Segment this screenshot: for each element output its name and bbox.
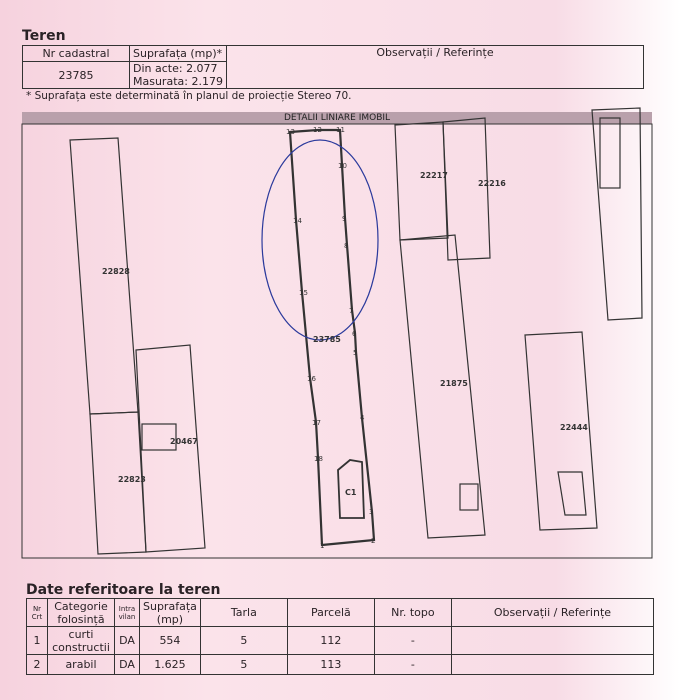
point-7: 7	[349, 307, 353, 315]
building-right	[599, 117, 621, 189]
point-2: 2	[371, 537, 375, 545]
col-intravilan: Intra vilan	[114, 598, 140, 627]
cell: 1	[26, 626, 48, 655]
parcel-22828	[69, 137, 139, 415]
building-21875	[459, 483, 479, 511]
point-17: 17	[312, 419, 321, 427]
parcel-22216	[442, 117, 491, 261]
label-22828: 22828	[102, 267, 130, 276]
col-nr-crt: Nr Crt	[26, 598, 48, 627]
label-22823: 22823	[118, 475, 146, 484]
point-10: 10	[338, 162, 347, 170]
parcel-22444	[524, 331, 598, 531]
label-22444: 22444	[560, 423, 588, 432]
point-15: 15	[299, 289, 308, 297]
point-12: 12	[313, 126, 322, 134]
cell: 554	[139, 626, 201, 655]
cell	[450, 654, 655, 675]
din-acte-value: Din acte: 2.077	[129, 61, 227, 75]
col-tarla: Tarla	[199, 598, 288, 627]
label-21875: 21875	[440, 379, 468, 388]
parcel-21875	[399, 234, 486, 539]
parcel-23785	[288, 128, 376, 547]
cell: 5	[199, 626, 288, 655]
point-11: 11	[336, 126, 345, 134]
point-3: 3	[369, 508, 373, 516]
building-20467	[141, 423, 177, 451]
cell: 112	[286, 626, 375, 655]
parcel-right	[591, 107, 643, 321]
plan-band-title: DETALII LINIARE IMOBIL	[22, 112, 652, 124]
building-c1	[337, 459, 365, 519]
projection-note: * Suprafața este determinată în planul d…	[26, 90, 352, 102]
cell: DA	[114, 654, 140, 675]
parcel-22217	[394, 121, 449, 241]
cell: 1.625	[139, 654, 201, 675]
point-13: 13	[286, 128, 295, 136]
cell: 5	[199, 654, 288, 675]
parcel-20467	[135, 344, 206, 553]
col-nr-topo: Nr. topo	[373, 598, 452, 627]
point-14: 14	[293, 217, 302, 225]
col-categorie: Categorie folosință	[47, 598, 115, 627]
cell: -	[373, 626, 452, 655]
nr-cadastral-value: 23785	[22, 61, 130, 89]
col-suprafata: Suprafața (mp)	[139, 598, 201, 627]
cell	[450, 626, 655, 655]
cell: curti constructii	[47, 626, 115, 655]
point-18: 18	[314, 455, 323, 463]
point-6: 6	[352, 330, 357, 338]
col-observatii: Observații / Referințe	[450, 598, 655, 627]
cell: arabil	[47, 654, 115, 675]
label-23785: 23785	[313, 335, 341, 344]
teren-title: Teren	[22, 28, 66, 44]
col-parcela: Parcelă	[286, 598, 375, 627]
masurata-value: Masurata: 2.179	[129, 75, 227, 89]
header-observatii: Observații / Referințe	[226, 45, 644, 89]
cell: -	[373, 654, 452, 675]
building-22444	[557, 471, 587, 516]
point-16: 16	[307, 375, 316, 383]
point-9: 9	[342, 215, 346, 223]
date-title: Date referitoare la teren	[26, 582, 221, 598]
label-20467: 20467	[170, 437, 198, 446]
label-22217: 22217	[420, 171, 448, 180]
point-4: 4	[360, 414, 365, 422]
label-22216: 22216	[478, 179, 506, 188]
point-8: 8	[344, 242, 348, 250]
label-c1: C1	[345, 488, 357, 497]
date-table: Nr Crt Categorie folosință Intra vilan S…	[26, 598, 655, 675]
plan-frame	[21, 123, 653, 559]
cell: 2	[26, 654, 48, 675]
highlight-ellipse	[261, 139, 379, 341]
point-5: 5	[353, 349, 357, 357]
point-1: 1	[320, 542, 324, 550]
cell: 113	[286, 654, 375, 675]
cell: DA	[114, 626, 140, 655]
header-suprafata: Suprafața (mp)*	[129, 45, 227, 62]
